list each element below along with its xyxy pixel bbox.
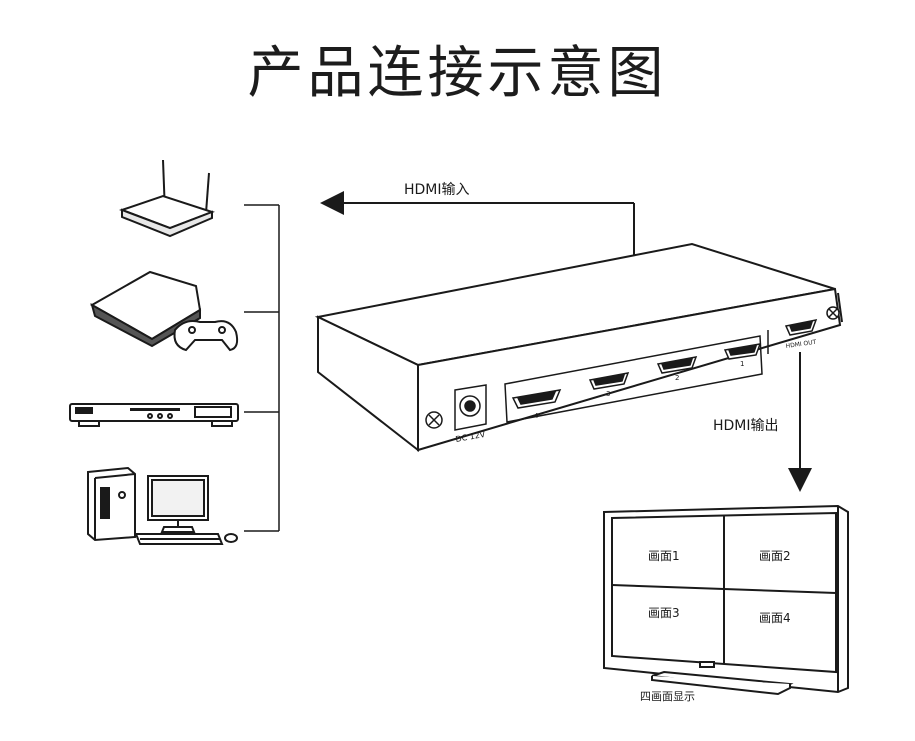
screen-quadrant-1: 画面1 <box>648 549 680 563</box>
port-number-4: 4 <box>534 412 539 420</box>
hdmi-port-4 <box>511 389 562 409</box>
hdmi-input-panel <box>504 335 763 423</box>
hdmi-port-2 <box>656 356 698 374</box>
wifi-router-icon <box>119 159 215 238</box>
screen-quadrant-3: 画面3 <box>648 606 680 620</box>
game-console-icon <box>89 270 239 352</box>
port-number-2: 2 <box>675 374 679 382</box>
port-number-3: 3 <box>606 390 610 398</box>
monitor-display <box>603 504 849 694</box>
hdmi-output-label: HDMI输出 <box>713 418 779 434</box>
quad-display-label: 四画面显示 <box>640 690 695 703</box>
dvd-player-icon <box>69 403 239 427</box>
hdmi-port-1 <box>723 343 762 360</box>
multiviewer-device <box>314 242 843 453</box>
screw-right-icon <box>826 306 840 320</box>
screen-quadrant-2: 画面2 <box>759 549 791 563</box>
hdmi-input-label: HDMI输入 <box>404 182 470 198</box>
desktop-computer-icon <box>87 466 238 545</box>
port-number-1: 1 <box>740 360 744 368</box>
monitor-stand <box>651 661 794 696</box>
hdmi-output-port <box>767 319 818 354</box>
dc-power-port <box>454 384 487 431</box>
hdmi-port-3 <box>588 372 630 390</box>
screw-left-icon <box>425 411 443 429</box>
hdmi-out-port-label: HDMI OUT <box>785 339 817 350</box>
screen-quadrant-4: 画面4 <box>759 611 791 625</box>
source-bracket <box>244 204 280 532</box>
page-title: 产品连接示意图 <box>247 41 668 106</box>
